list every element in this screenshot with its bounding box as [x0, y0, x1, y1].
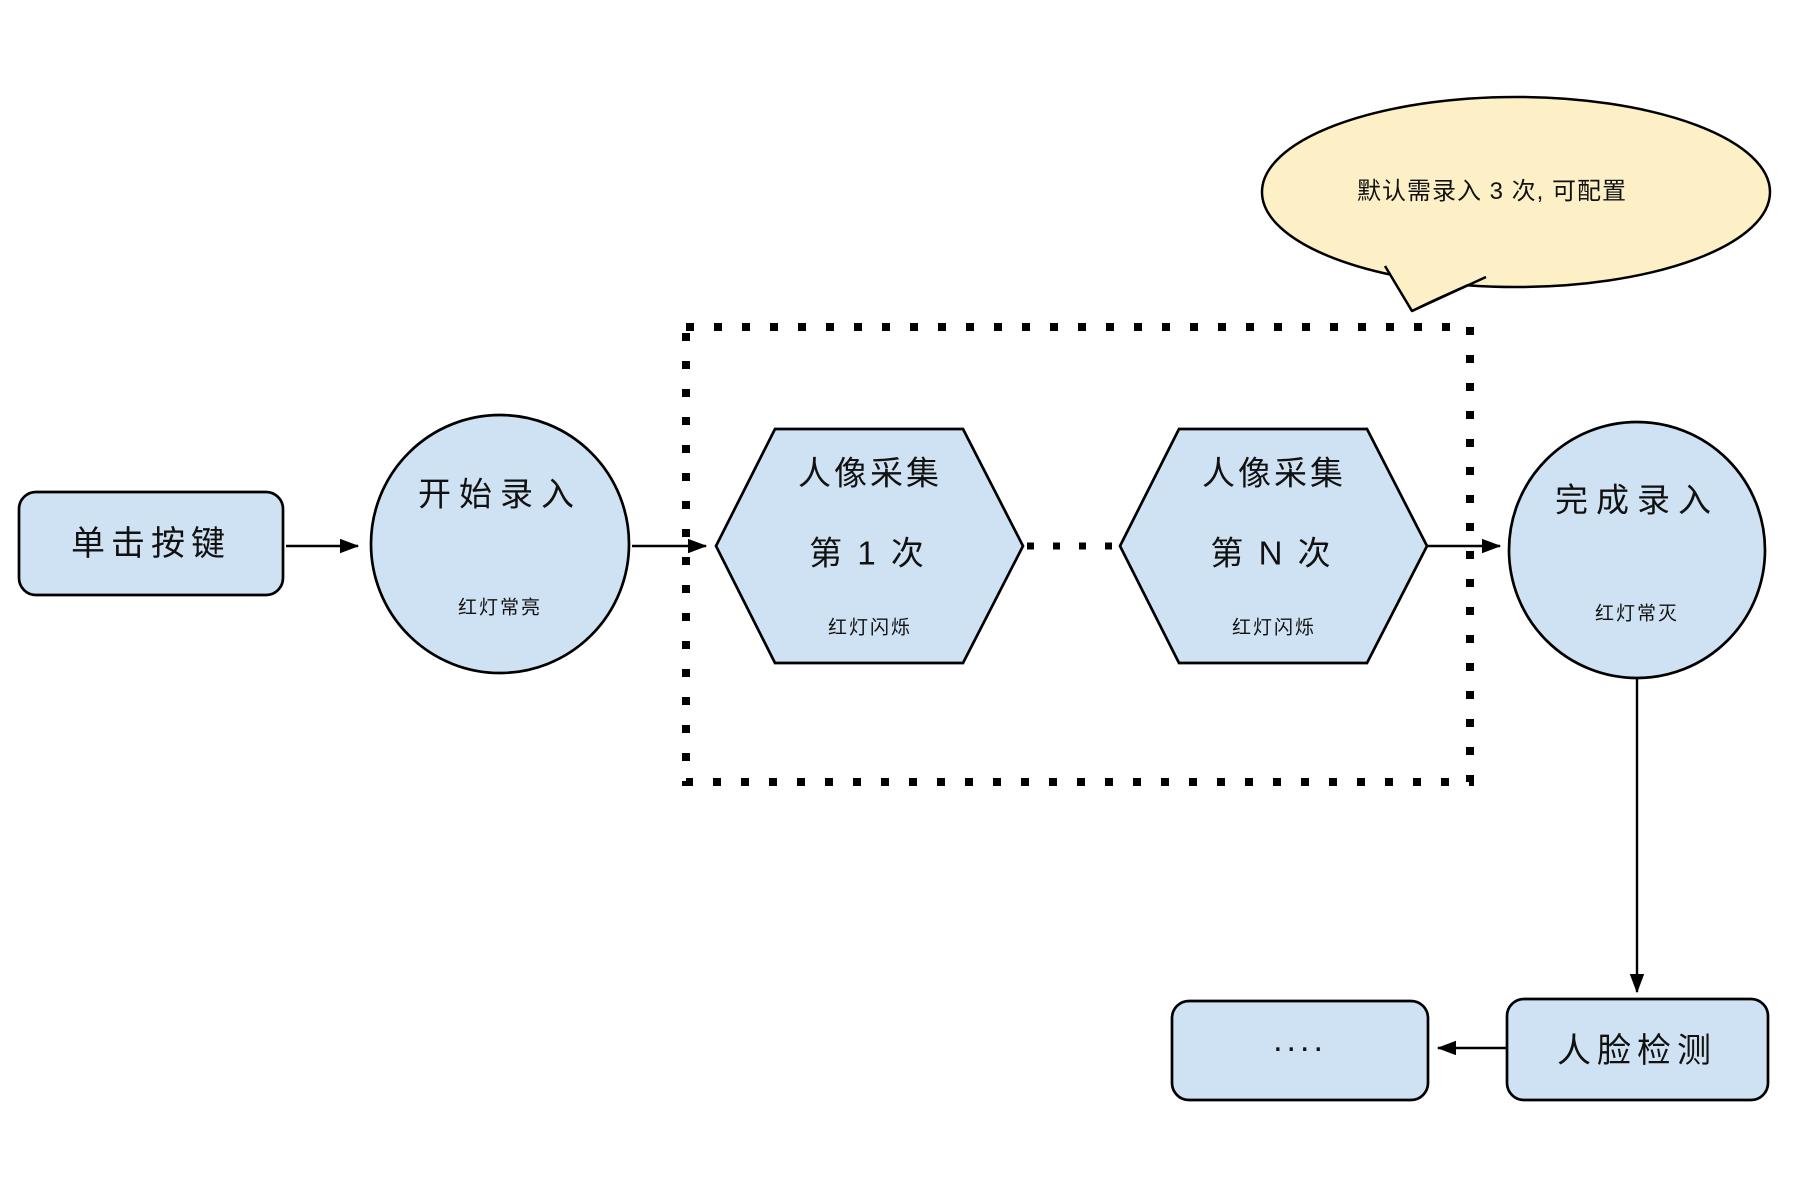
more-node: [1170, 999, 1430, 1102]
callout-bubble: [1260, 95, 1772, 289]
capture-n-count: 第 N 次: [1210, 534, 1334, 572]
finish-enroll-title: 完成录入: [1555, 481, 1719, 519]
start-enroll-subtitle: 红灯常亮: [457, 597, 543, 619]
capture-1-title: 人像采集: [798, 454, 942, 492]
capture-n-subtitle: 红灯闪烁: [1231, 617, 1317, 639]
face-detect-node: [1505, 997, 1770, 1102]
click-button-label: 单击按键: [71, 525, 231, 563]
capture-n-title: 人像采集: [1202, 454, 1346, 492]
loop-boundary-dotted-rect: [682, 323, 1474, 786]
more-node-label: ....: [1273, 1021, 1327, 1059]
start-enroll-title: 开始录入: [418, 475, 582, 513]
capture-1-subtitle: 红灯闪烁: [827, 617, 913, 639]
callout-tail-outline: [1383, 265, 1487, 313]
capture-1-count: 第 1 次: [809, 534, 927, 572]
face-detect-label: 人脸检测: [1557, 1032, 1717, 1070]
callout-text: 默认需录入 3 次, 可配置: [1356, 178, 1628, 205]
finish-enroll-subtitle: 红灯常灭: [1594, 603, 1680, 625]
finish-enroll-node: [1507, 420, 1767, 680]
start-enroll-node: [369, 413, 631, 675]
click-button-node: [17, 490, 285, 597]
callout-tail-fill-patch: [1385, 265, 1485, 309]
capture-1-hexagon: [714, 427, 1025, 665]
